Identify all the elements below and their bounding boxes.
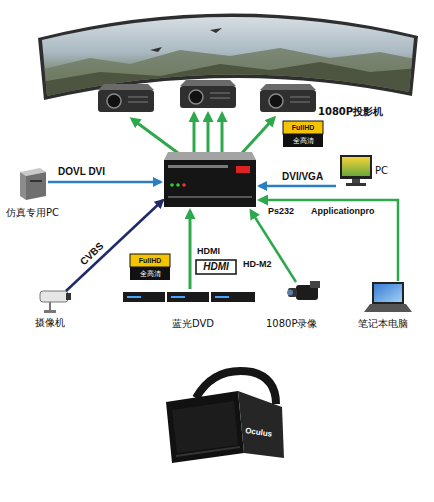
device-node: 蓝光DVD — [120, 288, 260, 332]
device-label: 蓝光DVD — [172, 318, 214, 330]
device-label: 笔记本电脑 — [358, 318, 408, 330]
logo-text: 全高清 — [283, 134, 323, 147]
device-node: 笔记本电脑 — [356, 280, 418, 332]
signal-name: Ps232 — [268, 205, 294, 217]
signal-name: HDMI — [197, 245, 220, 257]
logo-text: FullHD — [130, 254, 170, 267]
device-node: PC — [336, 152, 392, 188]
device-label: 仿真专用PC — [6, 207, 59, 219]
device-label: 1080P投影机 — [318, 106, 383, 118]
device-label: 摄像机 — [35, 317, 65, 329]
logo-text: 全高清 — [130, 267, 170, 280]
device-label: PC — [375, 165, 388, 177]
device-node: 摄像机 — [30, 286, 80, 331]
signal-name: DVI/VGA — [282, 171, 323, 183]
signal-name: Applicationpro — [311, 205, 375, 217]
device-label: 1080P录像 — [266, 318, 317, 330]
signal-name: HD-M2 — [243, 258, 272, 270]
signal-name: CVBS — [78, 240, 107, 268]
logo-text: HDMI — [196, 260, 236, 274]
device-node: 1080P投影机 — [95, 70, 385, 120]
logo-text: FullHD — [283, 121, 323, 134]
device-node: 1080P录像 — [264, 278, 326, 332]
signal-name: DOVL DVI — [58, 166, 105, 178]
